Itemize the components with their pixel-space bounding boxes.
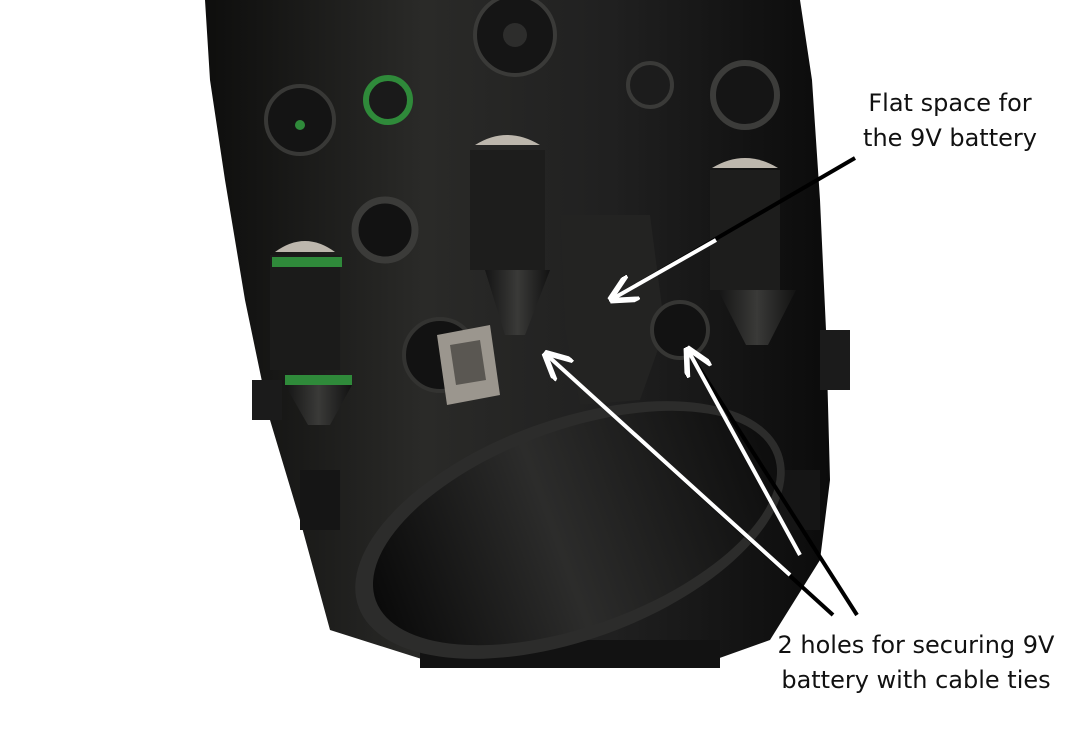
callout-arrows xyxy=(548,156,859,617)
green-dot xyxy=(295,120,305,130)
side-block xyxy=(252,380,282,420)
pipe-ring xyxy=(710,60,780,130)
fan-icon xyxy=(626,61,674,109)
arrow-hole-left-white xyxy=(548,356,792,577)
fan-icon xyxy=(650,300,710,360)
arrow-hole-right-white xyxy=(689,352,802,556)
pipe-ring xyxy=(351,196,419,264)
flat-battery-panel xyxy=(560,215,665,405)
grey-box xyxy=(437,325,500,405)
side-block xyxy=(300,470,340,530)
side-block xyxy=(780,470,820,530)
side-block xyxy=(820,330,850,390)
fan-hub xyxy=(503,23,527,47)
arrow-flat-space-white xyxy=(614,238,717,298)
green-ring xyxy=(363,75,413,125)
arrow-hole-right xyxy=(687,350,859,617)
flat-space-label: Flat space for the 9V battery xyxy=(863,89,1037,152)
holes-label: 2 holes for securing 9V battery with cab… xyxy=(777,631,1055,694)
thruster-pods xyxy=(270,135,796,425)
